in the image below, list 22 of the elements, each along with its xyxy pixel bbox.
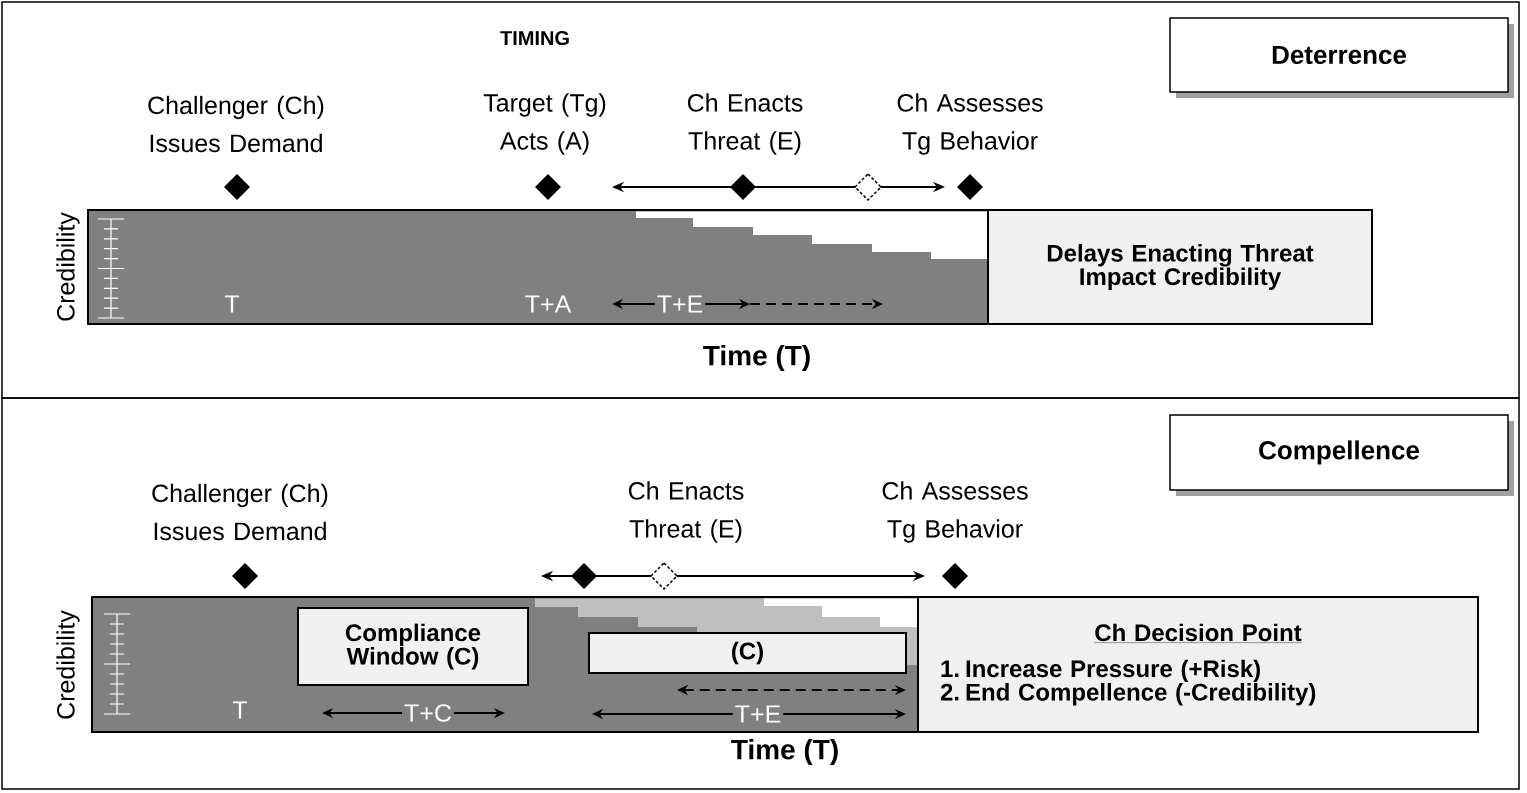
axis-label: Credibility (56, 610, 80, 719)
event-label: Ch Assesses Tg Behavior (882, 481, 1028, 543)
decision-box: Ch Decision Point 1. Increase Pressure (+Risk) 2. End Compellence (-Credibility) (917, 596, 1479, 733)
time-label: T+C (402, 702, 454, 724)
axis-label: Time (T) (731, 738, 838, 766)
time-label: T (232, 701, 248, 719)
event-label: Ch Enacts Threat (E) (628, 481, 744, 543)
text-box: Compliance Window (C) (297, 607, 529, 686)
event-label: Target (Tg) Acts (A) (483, 93, 606, 155)
text-box: (C) (588, 632, 907, 674)
time-label: T+E (654, 293, 706, 315)
time-label: T+A (525, 295, 572, 313)
heading: TIMING (500, 30, 569, 46)
event-label: Ch Assesses Tg Behavior (897, 93, 1043, 155)
text-box: Delays Enacting Threat Impact Credibility (987, 209, 1373, 325)
title-box: Compellence (1169, 414, 1514, 496)
time-label: T (224, 295, 240, 313)
event-label: Challenger (Ch) Issues Demand (152, 483, 328, 541)
time-label: T+E (732, 703, 784, 725)
event-label: Challenger (Ch) Issues Demand (148, 95, 324, 153)
event-label: Ch Enacts Threat (E) (687, 93, 803, 155)
title-box: Deterrence (1169, 17, 1514, 98)
